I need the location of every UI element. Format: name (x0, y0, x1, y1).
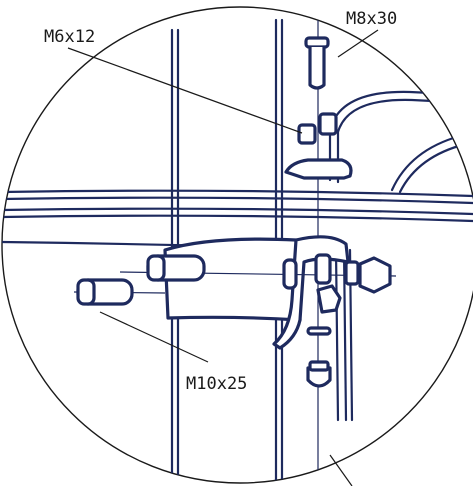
callout-m8x30: M8x30 (346, 9, 397, 29)
bolt-m10x25 (76, 254, 298, 306)
leader-m10x25 (99, 311, 209, 363)
spacer-and-cap-nut (306, 326, 332, 388)
hex-nut (314, 253, 392, 314)
screw-m6x12 (297, 112, 338, 145)
bolt-m8x30 (304, 36, 330, 90)
top-bracket (284, 158, 353, 180)
leader-m6x12 (67, 47, 303, 134)
leader-m8x30 (337, 29, 379, 58)
leader-bottom (329, 454, 353, 486)
callout-m6x12: M6x12 (44, 27, 95, 47)
detail-circle (1, 6, 473, 484)
callout-m10x25: M10x25 (186, 374, 247, 394)
arched-frame (328, 90, 473, 194)
